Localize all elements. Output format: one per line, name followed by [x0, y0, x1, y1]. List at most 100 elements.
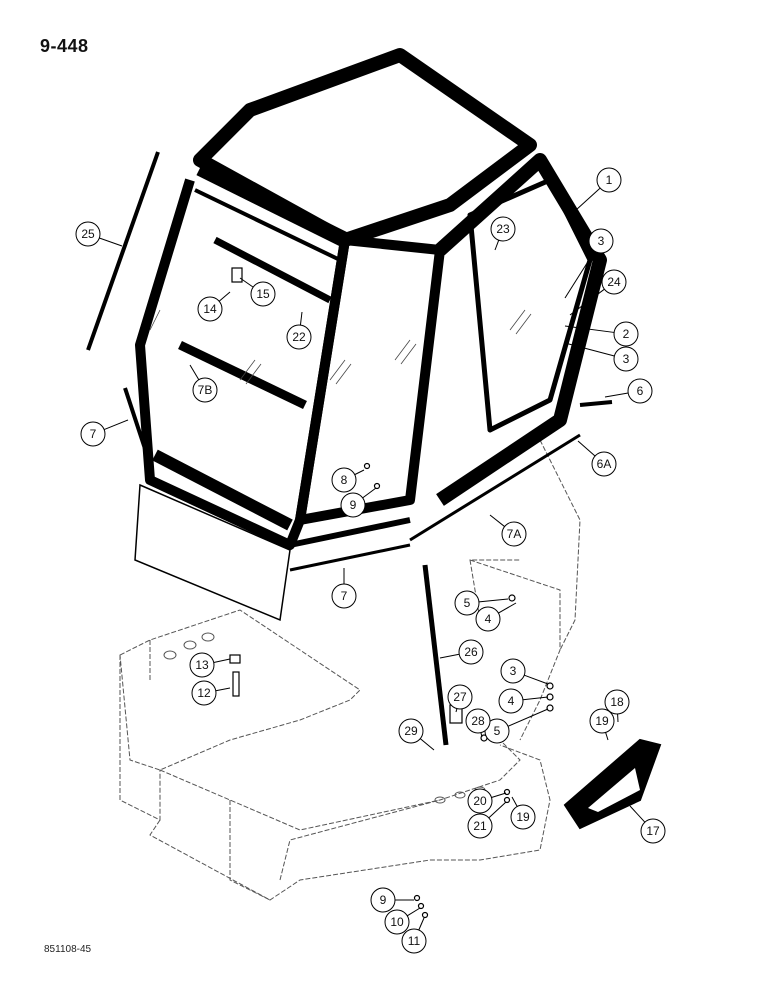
callout-leader: [189, 364, 200, 380]
callout-label: 19: [516, 810, 530, 824]
callout-leader: [498, 602, 517, 614]
callout-circle: [331, 583, 357, 609]
callout-3: 3: [564, 342, 639, 372]
callout-13: 13: [189, 652, 231, 678]
callout-label: 7: [90, 427, 97, 441]
callout-circle: [192, 377, 218, 403]
seal-strips: [86, 151, 613, 746]
callout-5: 5: [484, 708, 549, 744]
callout-label: 7B: [198, 383, 213, 397]
callout-circle: [627, 378, 653, 404]
callout-21: 21: [467, 801, 507, 839]
callout-circle: [286, 324, 312, 350]
callout-circle: [588, 228, 614, 254]
callout-leader: [99, 237, 123, 247]
callout-8: 8: [331, 467, 365, 493]
callout-circle: [447, 684, 473, 710]
callout-label: 23: [496, 222, 510, 236]
callout-leader: [488, 801, 507, 819]
callout-6: 6: [604, 378, 653, 404]
callout-18: 18: [604, 689, 630, 723]
callout-12: 12: [191, 680, 231, 706]
callout-leader: [491, 792, 507, 798]
callout-label: 21: [473, 819, 487, 833]
callout-label: 8: [341, 473, 348, 487]
callout-7: 7: [80, 419, 129, 447]
callout-label: 6A: [597, 457, 612, 471]
callout-3: 3: [500, 658, 549, 685]
callout-circle: [501, 521, 527, 547]
callout-19: 19: [510, 796, 536, 830]
callout-circle: [490, 216, 516, 242]
callout-circle: [510, 804, 536, 830]
cab-frame: [135, 153, 607, 550]
callout-label: 9: [380, 893, 387, 907]
callout-leader: [362, 487, 377, 499]
callout-circle: [340, 492, 366, 518]
callout-circle: [401, 928, 427, 954]
callout-leader: [418, 917, 425, 931]
callout-label: 15: [256, 287, 270, 301]
callout-circle: [500, 658, 526, 684]
callout-circle: [75, 221, 101, 247]
callout-label: 3: [623, 352, 630, 366]
callout-label: 17: [646, 824, 660, 838]
callout-leader: [354, 469, 365, 476]
callout-circle: [467, 788, 493, 814]
callout-leader: [507, 708, 549, 727]
callout-2: 2: [564, 321, 639, 347]
callout-leader: [524, 674, 549, 685]
callout-label: 13: [195, 658, 209, 672]
callout-leader: [439, 653, 460, 659]
callout-circle: [197, 296, 223, 322]
callout-label: 28: [471, 714, 485, 728]
callout-circle: [498, 688, 524, 714]
callout-26: 26: [439, 639, 484, 665]
callout-29: 29: [398, 718, 435, 751]
callout-leader: [511, 796, 518, 807]
callout-label: 12: [197, 686, 211, 700]
callout-circle: [596, 167, 622, 193]
callout-circle: [465, 708, 491, 734]
front-apron: [134, 483, 291, 622]
callout-leader: [299, 311, 303, 326]
callout-circle: [454, 590, 480, 616]
callout-leader: [218, 291, 231, 302]
callout-19: 19: [589, 708, 615, 741]
callout-label: 10: [390, 915, 404, 929]
callout-label: 7: [341, 589, 348, 603]
chassis-frame: [119, 439, 581, 901]
callout-leader: [577, 440, 596, 457]
callout-label: 2: [623, 327, 630, 341]
callout-27: 27: [447, 684, 473, 713]
callout-11: 11: [401, 917, 427, 954]
callout-leader: [406, 907, 421, 917]
callout-label: 1: [606, 173, 613, 187]
callout-15: 15: [239, 277, 276, 307]
callout-leader: [564, 250, 596, 299]
callout-label: 18: [610, 695, 624, 709]
step-handle: [563, 738, 662, 830]
callout-circle: [370, 887, 396, 913]
glass-hatching: [149, 309, 532, 385]
callout-circle: [589, 708, 615, 734]
callout-circle: [331, 467, 357, 493]
callout-label: 3: [598, 234, 605, 248]
callout-22: 22: [286, 311, 312, 350]
callout-leader: [480, 732, 483, 738]
callout-20: 20: [467, 788, 507, 814]
callout-label: 4: [485, 612, 492, 626]
callout-5: 5: [454, 590, 509, 616]
callout-label: 4: [508, 694, 515, 708]
callout-label: 5: [494, 724, 501, 738]
callout-10: 10: [384, 907, 421, 935]
callout-14: 14: [197, 291, 231, 322]
callout-label: 24: [607, 275, 621, 289]
figure-code: 851108-45: [44, 944, 92, 955]
callout-leader: [569, 288, 605, 316]
callout-leader: [213, 658, 231, 663]
callout-leader: [494, 240, 500, 251]
callout-label: 14: [203, 302, 217, 316]
